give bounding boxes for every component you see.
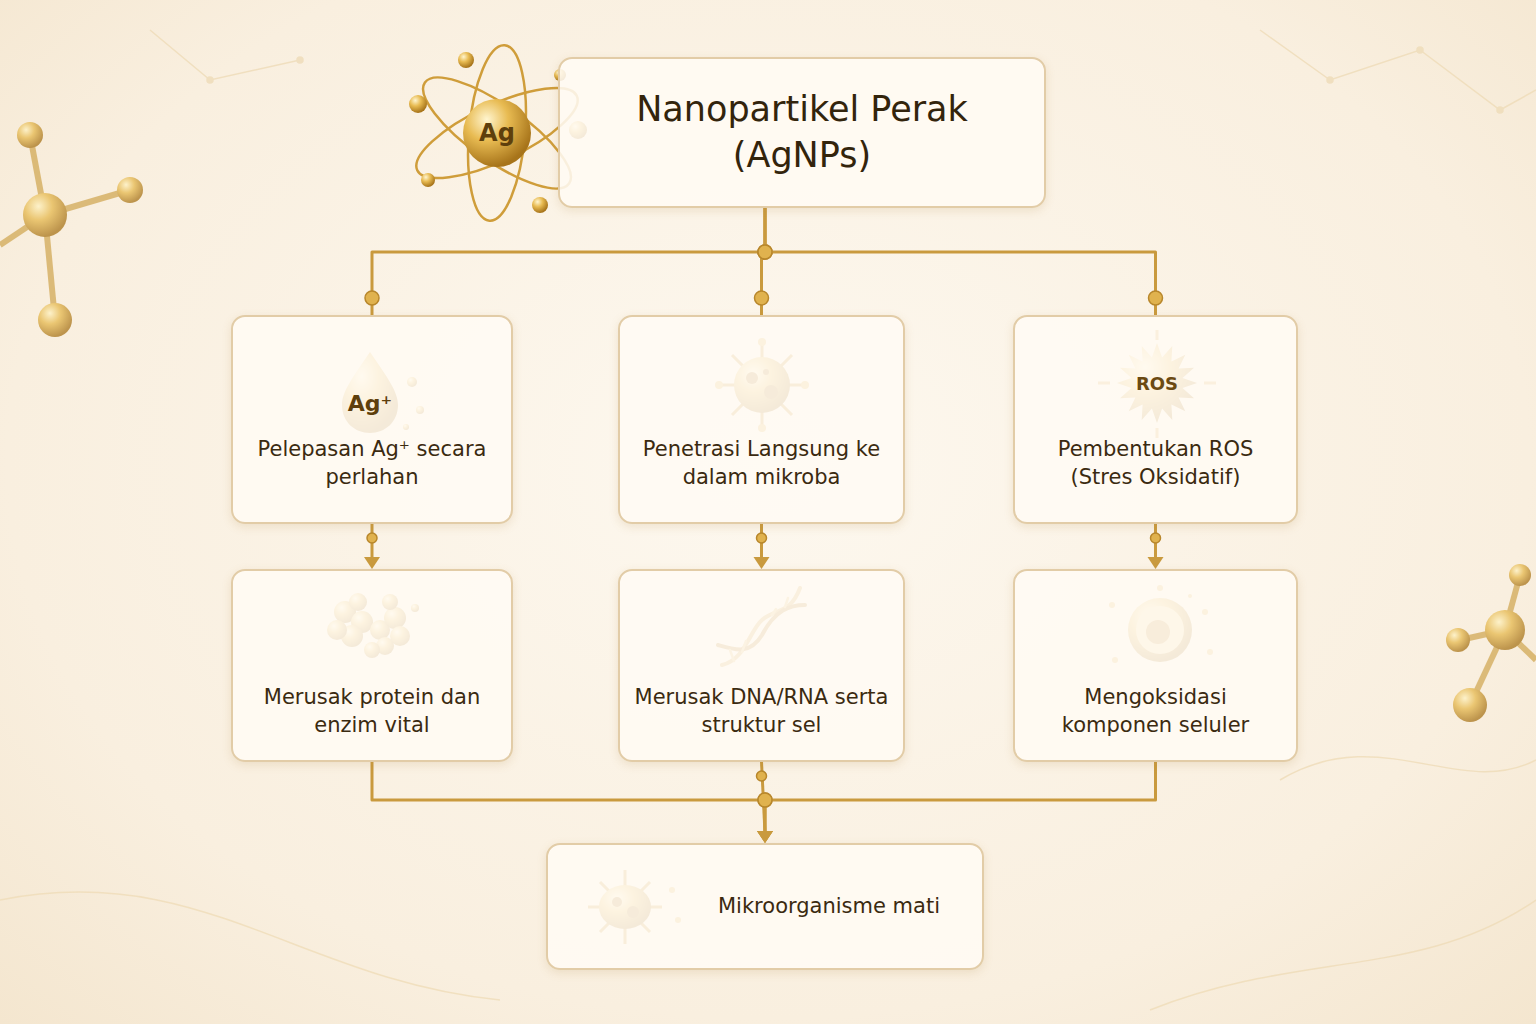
node-text: Mengoksidasi komponen seluler — [1029, 683, 1282, 740]
process-box: Merusak protein dan enzim vital — [231, 569, 513, 762]
node-text: Pelepasan Ag⁺ secara perlahan — [247, 435, 497, 492]
title-text: Nanopartikel Perak (AgNPs) — [590, 87, 1014, 178]
node-text: Merusak DNA/RNA serta struktur sel — [634, 683, 889, 740]
connector — [755, 208, 773, 315]
connector — [757, 762, 1156, 843]
connector — [754, 524, 770, 569]
molecule-right — [1446, 564, 1536, 722]
icon-label: Ag⁺ — [348, 391, 392, 416]
connector — [1148, 524, 1164, 569]
process-box: Merusak DNA/RNA serta struktur sel — [618, 569, 905, 762]
icon-label: Ag — [479, 119, 515, 147]
network-lines — [0, 30, 1536, 1010]
process-box: Penetrasi Langsung ke dalam mikroba — [618, 315, 905, 524]
icon-label: ROS — [1136, 373, 1178, 394]
node-text: Merusak protein dan enzim vital — [247, 683, 497, 740]
process-box: Pelepasan Ag⁺ secara perlahan — [231, 315, 513, 524]
result-box: Mikroorganisme mati — [546, 843, 984, 970]
node-text: Penetrasi Langsung ke dalam mikroba — [634, 435, 889, 492]
node-text: Mikroorganisme mati — [718, 892, 940, 921]
node-text: Pembentukan ROS (Stres Oksidatif) — [1029, 435, 1282, 492]
connector — [364, 524, 380, 569]
process-box: Mengoksidasi komponen seluler — [1013, 569, 1298, 762]
title-box: Nanopartikel Perak (AgNPs) — [558, 57, 1046, 208]
connector — [365, 208, 772, 315]
connector — [758, 208, 1163, 315]
molecule-left — [0, 122, 143, 337]
process-box: Pembentukan ROS (Stres Oksidatif) — [1013, 315, 1298, 524]
connector — [372, 762, 773, 843]
